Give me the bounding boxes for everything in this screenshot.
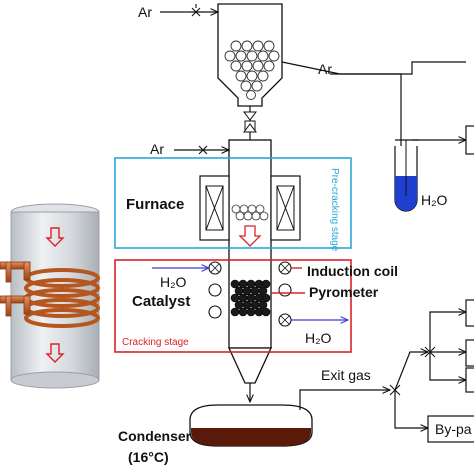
induction-coil-illustration <box>0 203 100 389</box>
condenser: Condenser (16°C) <box>118 404 313 465</box>
induction-coil-turns <box>208 261 292 327</box>
exit-gas-line: Exit gas By-pa <box>299 299 474 443</box>
h2o-bubbler-label: H₂O <box>421 192 448 208</box>
ar-top-label: Ar <box>138 4 152 20</box>
bubbler-feed-line <box>340 74 401 140</box>
ar-right-label: Ar <box>318 61 332 77</box>
hopper-valve-icon <box>243 106 257 140</box>
pyrometer-label: Pyrometer <box>309 284 379 300</box>
bypass-label: By-pa <box>435 421 472 437</box>
condenser-temp-label: (16°C) <box>128 449 169 465</box>
feed-spheres <box>224 40 280 100</box>
water-bubbler: H₂O <box>340 61 466 212</box>
catalyst-bed <box>230 279 271 317</box>
tube-flow-arrow-bottom-icon <box>45 343 65 363</box>
pre-cracking-label: Pre-cracking stage <box>329 168 340 252</box>
ar-left-line: Ar <box>150 141 229 157</box>
catalyst-label: Catalyst <box>132 293 190 310</box>
ar-top-line: Ar <box>138 4 218 20</box>
pre-cracking-stage: Pre-cracking stage <box>114 157 352 252</box>
induction-coil-label: Induction coil <box>307 263 398 279</box>
bypass-box <box>427 415 474 443</box>
h2o-in-label: H₂O <box>160 274 187 290</box>
coil-leads <box>0 261 31 317</box>
pre-cracking-spheres <box>231 204 269 221</box>
ar-left-valve-icon <box>198 145 208 155</box>
exit-gas-label: Exit gas <box>321 367 371 383</box>
cracking-stage: Cracking stage <box>114 259 352 353</box>
tube-flow-arrow-top-icon <box>45 227 65 247</box>
reactor-tube <box>227 139 273 402</box>
right-edge-box-mid <box>465 299 474 327</box>
right-edge-box-bottom <box>465 367 474 393</box>
ar-bubbler-line <box>330 73 402 140</box>
ar-right-line: Ar <box>281 61 341 77</box>
flow-down-arrow-icon <box>238 225 262 247</box>
right-edge-box-low <box>465 339 474 367</box>
cracking-stage-label: Cracking stage <box>122 337 189 348</box>
furnace: Furnace <box>126 175 301 247</box>
ar-top-valve-icon <box>191 4 201 17</box>
ar-left-label: Ar <box>150 141 164 157</box>
coolant-lines: H₂O H₂O <box>152 268 348 346</box>
right-edge-box-top <box>465 125 474 155</box>
condenser-label: Condenser <box>118 428 192 444</box>
h2o-out-label: H₂O <box>305 330 332 346</box>
furnace-label: Furnace <box>126 196 184 213</box>
feed-hopper <box>217 3 283 107</box>
